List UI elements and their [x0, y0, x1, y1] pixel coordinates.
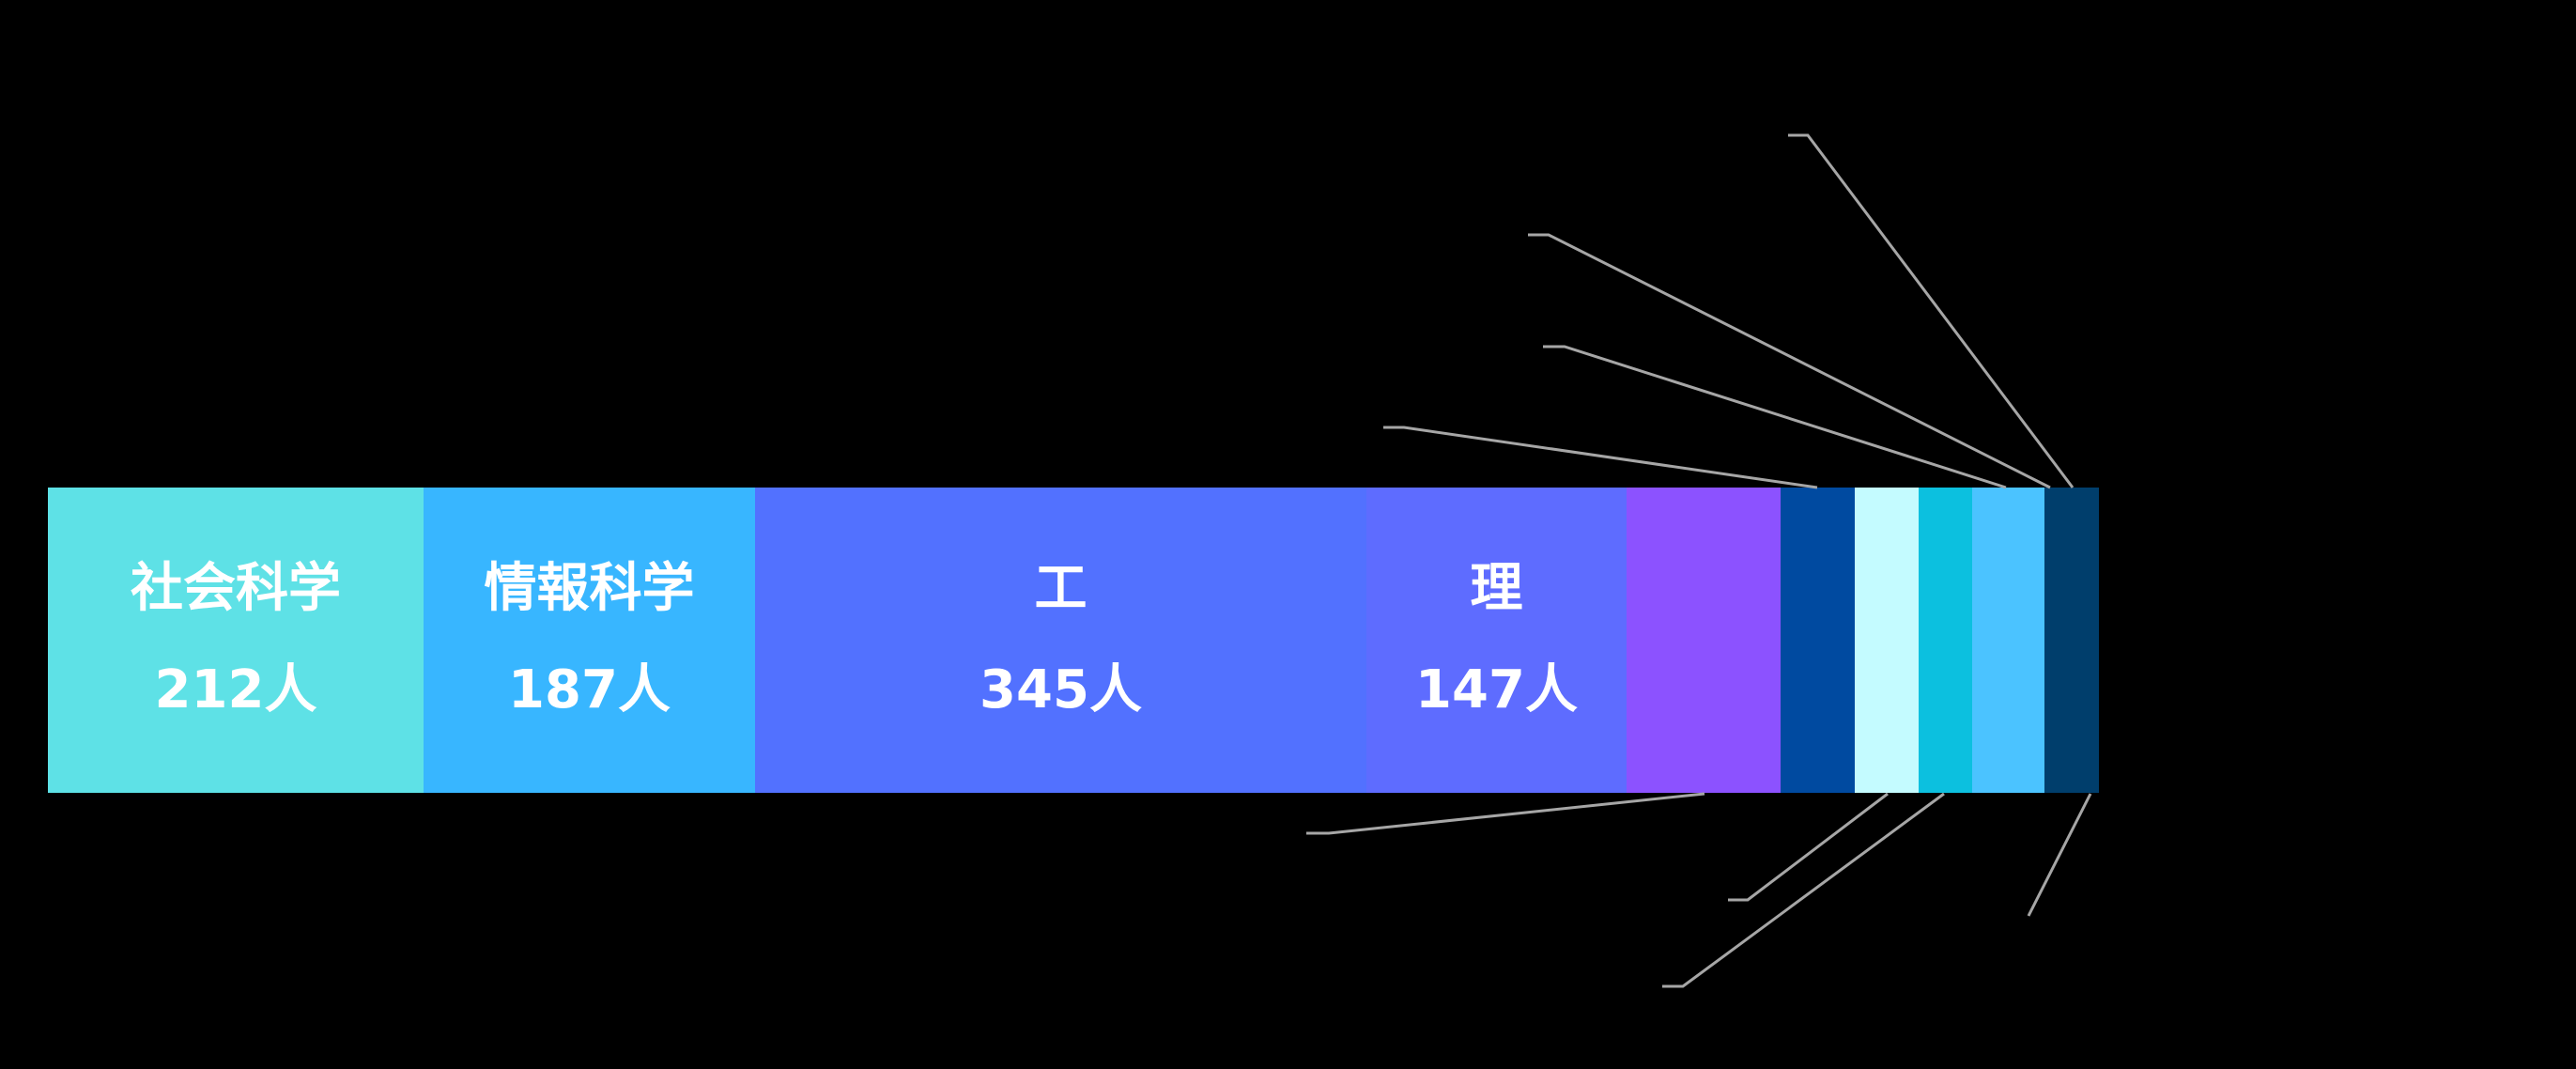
- leader-line-sky-blue-2-top: [1543, 345, 2007, 489]
- segment-value: 212人: [154, 659, 317, 720]
- segment-name: 情報科学: [484, 558, 695, 619]
- segment-light-cyan: [1855, 488, 1919, 793]
- segment-social-science: 社会科学 212人: [48, 488, 424, 793]
- segment-dark-blue: [1781, 488, 1855, 793]
- segment-engineering: 工 345人: [755, 488, 1366, 793]
- leader-line-sky-blue-top: [1528, 233, 2051, 489]
- leader-line-teal-bottom: [1662, 792, 1945, 988]
- leader-line-purple-bottom: [1306, 792, 1705, 835]
- segment-value: 187人: [508, 659, 671, 720]
- segment-name: 理: [1470, 558, 1523, 619]
- segment-purple: [1627, 488, 1781, 793]
- leader-line-navy-top: [1788, 133, 2075, 488]
- leader-line-light-cyan-bottom: [1728, 792, 1889, 902]
- segment-value: 345人: [979, 659, 1142, 720]
- segment-navy: [2044, 488, 2099, 793]
- segment-information-science: 情報科学 187人: [424, 488, 755, 793]
- segment-sky-blue: [1972, 488, 2044, 793]
- segment-science: 理 147人: [1366, 488, 1627, 793]
- segment-name: 社会科学: [131, 558, 341, 619]
- segment-teal: [1919, 488, 1972, 793]
- segment-value: 147人: [1415, 659, 1578, 720]
- leader-line-dark-blue-top: [1383, 426, 1818, 489]
- segment-name: 工: [1034, 558, 1087, 619]
- leader-line-navy-bottom: [2027, 793, 2092, 917]
